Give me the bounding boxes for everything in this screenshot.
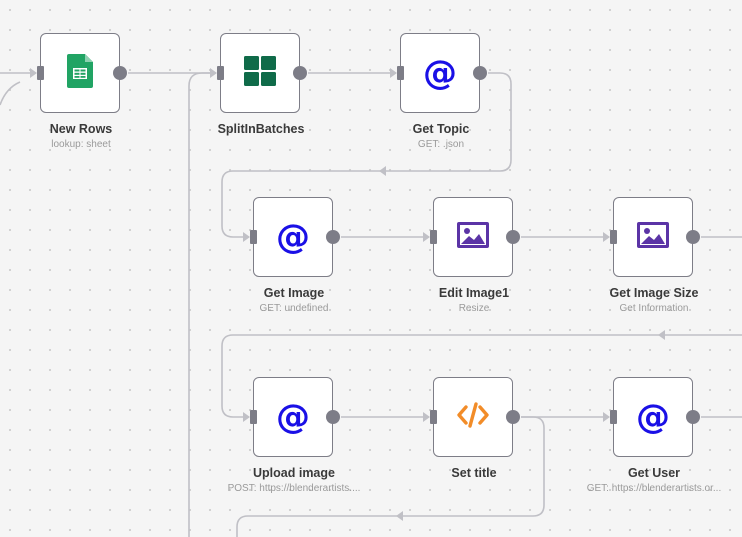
arrow-mid-return-row xyxy=(658,330,665,340)
connection-left-curve xyxy=(0,81,21,106)
input-handle[interactable] xyxy=(37,66,44,80)
arrow-into-upload xyxy=(243,412,250,422)
node-label: Upload image xyxy=(253,466,335,480)
connection-get-topic-get-image xyxy=(221,72,512,238)
input-handle[interactable] xyxy=(397,66,404,80)
node-label: Edit Image1 xyxy=(438,286,510,300)
node-label: Get Image xyxy=(263,286,325,300)
image-icon xyxy=(457,221,489,253)
node-new-rows[interactable] xyxy=(37,33,127,113)
input-handle[interactable] xyxy=(250,230,257,244)
code-icon xyxy=(456,401,490,433)
node-label: Set title xyxy=(451,466,497,480)
node-get-image-size[interactable] xyxy=(610,197,700,277)
input-handle[interactable] xyxy=(610,410,617,424)
output-handle[interactable] xyxy=(686,230,700,244)
output-handle[interactable] xyxy=(113,66,127,80)
arrow-mid-lower-branch xyxy=(396,511,403,521)
output-handle[interactable] xyxy=(326,410,340,424)
node-subtitle: Get Information xyxy=(619,303,689,314)
output-handle[interactable] xyxy=(686,410,700,424)
connection-return-upload xyxy=(221,334,742,418)
node-subtitle: Resize xyxy=(458,303,490,314)
node-set-title[interactable] xyxy=(430,377,520,457)
google-sheets-icon xyxy=(67,53,93,93)
node-label: SplitInBatches xyxy=(217,122,305,136)
output-handle[interactable] xyxy=(473,66,487,80)
node-edit-image1[interactable] xyxy=(430,197,520,277)
connection-set-title-branch xyxy=(236,416,545,537)
arrow-into-new-rows xyxy=(30,68,37,78)
output-handle[interactable] xyxy=(506,230,520,244)
arrow-mid-topic-return xyxy=(379,166,386,176)
connection-loop-split xyxy=(188,72,216,537)
input-handle[interactable] xyxy=(610,230,617,244)
node-upload-image[interactable]: @ xyxy=(250,377,340,457)
node-get-image[interactable]: @ xyxy=(250,197,340,277)
arrow-into-split xyxy=(210,68,217,78)
input-handle[interactable] xyxy=(430,410,437,424)
node-get-user[interactable]: @ xyxy=(610,377,700,457)
node-subtitle: GET: .json xyxy=(417,139,465,150)
node-subtitle: lookup: sheet xyxy=(51,139,111,150)
node-subtitle: GET: undefined xyxy=(259,303,329,314)
node-get-topic[interactable]: @ xyxy=(397,33,487,113)
image-icon xyxy=(637,221,669,253)
arrow-into-edit-image xyxy=(423,232,430,242)
output-handle[interactable] xyxy=(326,230,340,244)
input-handle[interactable] xyxy=(430,230,437,244)
node-label: Get User xyxy=(627,466,681,480)
input-handle[interactable] xyxy=(217,66,224,80)
arrow-into-get-size xyxy=(603,232,610,242)
at-icon: @ xyxy=(636,397,670,437)
node-label: New Rows xyxy=(49,122,113,136)
grid-icon xyxy=(244,55,276,91)
arrow-into-set-title xyxy=(423,412,430,422)
output-handle[interactable] xyxy=(293,66,307,80)
arrow-into-get-topic xyxy=(390,68,397,78)
node-subtitle: GET: https://blenderartists.or... xyxy=(586,483,722,494)
node-subtitle: POST: https://blenderartists.... xyxy=(227,483,361,494)
input-handle[interactable] xyxy=(250,410,257,424)
at-icon: @ xyxy=(276,217,310,257)
at-icon: @ xyxy=(276,397,310,437)
node-label: Get Topic xyxy=(412,122,470,136)
arrow-into-get-user xyxy=(603,412,610,422)
node-split-in-batches[interactable] xyxy=(217,33,307,113)
output-handle[interactable] xyxy=(506,410,520,424)
at-icon: @ xyxy=(423,53,457,93)
arrow-into-get-image xyxy=(243,232,250,242)
node-label: Get Image Size xyxy=(609,286,699,300)
